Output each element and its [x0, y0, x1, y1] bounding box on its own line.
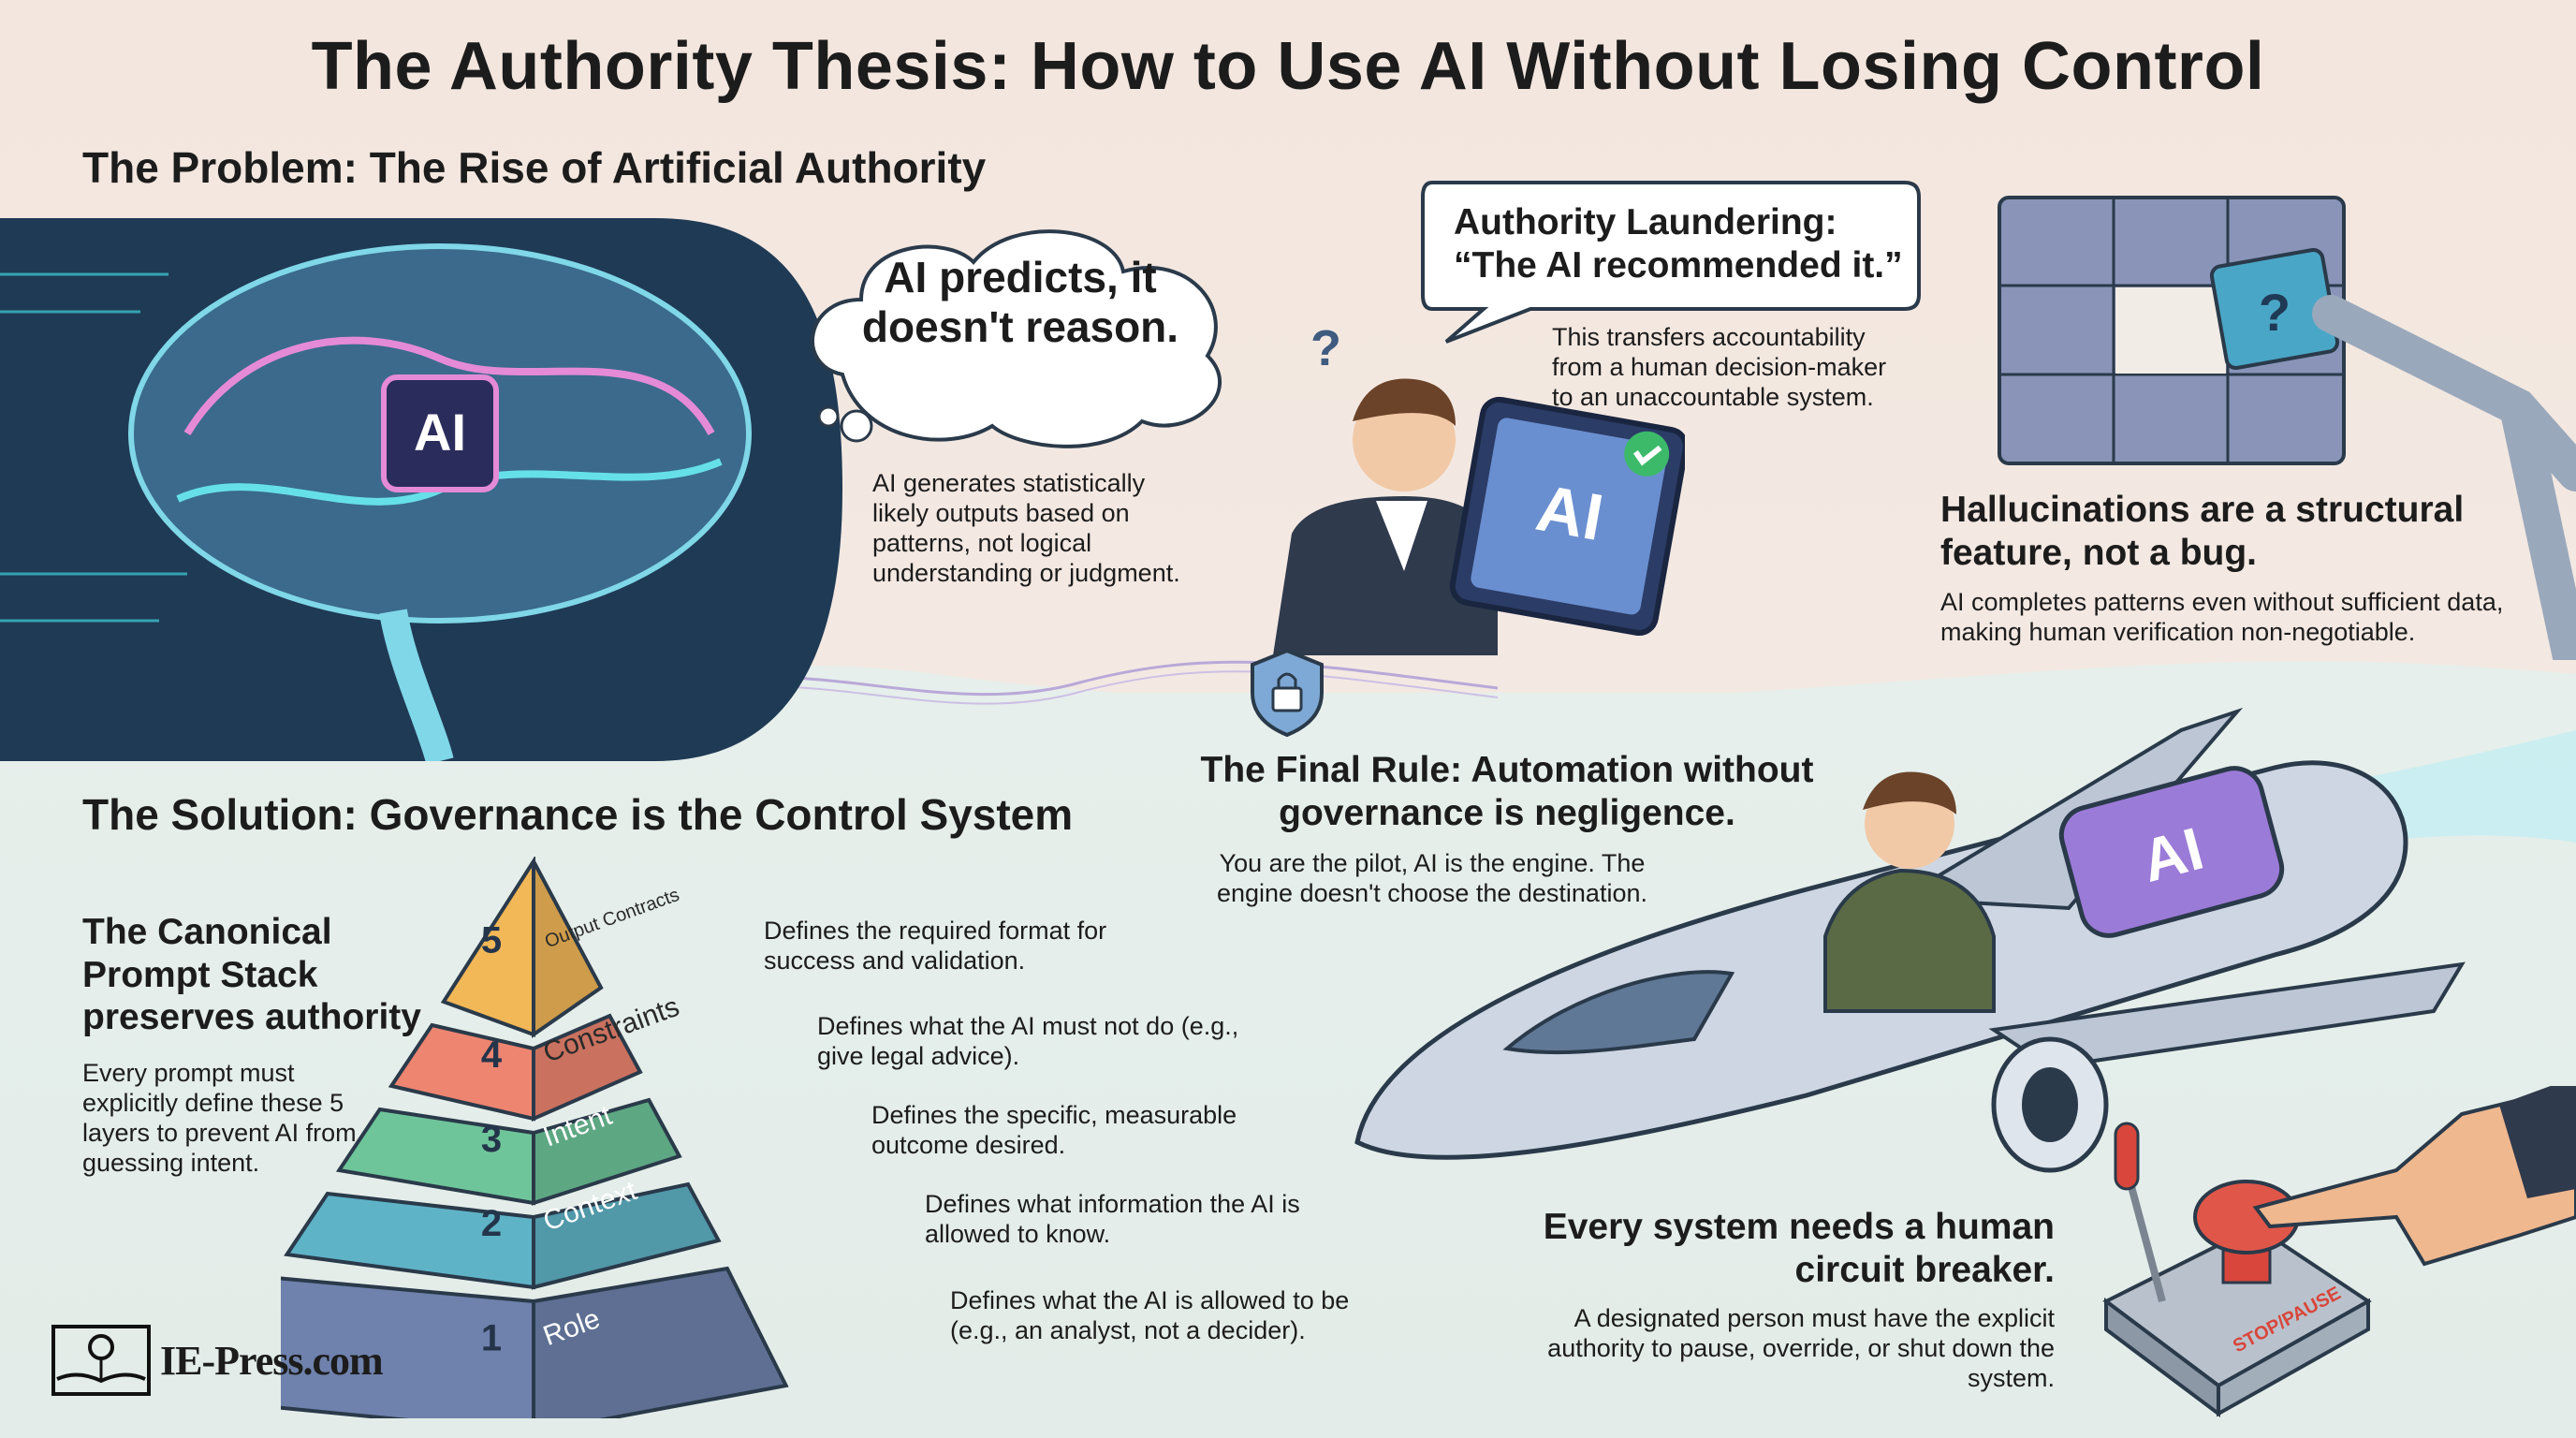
layer-description: Defines what information the AI is allow… [925, 1190, 1300, 1249]
stack-body: Every prompt must explicitly define thes… [82, 1059, 357, 1178]
laundering-body: This transfers accountability from a hum… [1552, 323, 1887, 412]
puzzle-robot-illustration: ? [1998, 196, 2576, 660]
layer-number: 1 [481, 1318, 502, 1359]
pyramid-face-right [532, 1097, 682, 1206]
pyramid-face-left [335, 1107, 535, 1206]
pyramid-face-right [532, 860, 604, 1038]
logo-text: IE-Press.com [160, 1337, 384, 1384]
page-title: The Authority Thesis: How to Use AI With… [311, 29, 2265, 104]
layer-number: 4 [481, 1034, 503, 1076]
ie-press-logo: IE-Press.com [50, 1323, 384, 1398]
layer-number: 5 [481, 920, 502, 961]
layer-description: Defines the required format for success … [764, 917, 1107, 976]
hallucination-heading: Hallucinations are a structural feature,… [1940, 490, 2465, 573]
pyramid-face-left [388, 1022, 535, 1122]
person-with-tablet-illustration: ? AI [1273, 320, 1685, 655]
layer-number: 2 [481, 1203, 502, 1244]
brain-chip-label: AI [414, 403, 466, 462]
lock-shield-icon [1251, 648, 1324, 738]
book-logo-icon [51, 1325, 151, 1396]
pyramid-face-right [532, 1013, 643, 1123]
layer-number: 3 [481, 1119, 502, 1160]
thought-body: AI generates statistically likely output… [872, 469, 1180, 588]
tablet-ai-label: AI [1531, 471, 1608, 554]
layer-description: Defines the specific, measurable outcome… [871, 1101, 1237, 1160]
pyramid-face-left [281, 1276, 535, 1418]
layer-description: Defines what the AI must not do (e.g., g… [817, 1012, 1239, 1071]
stop-button-illustration: STOP/PAUSE [2102, 1086, 2576, 1417]
question-mark-icon: ? [1310, 320, 1341, 376]
stack-heading: The Canonical Prompt Stack preserves aut… [82, 912, 421, 1038]
pyramid-face-right [532, 1181, 722, 1290]
circuit-breaker-heading: Every system needs a human circuit break… [1543, 1207, 2055, 1290]
final-rule-heading: The Final Rule: Automation without gover… [1200, 750, 1814, 833]
thought-cloud [810, 229, 1222, 448]
jet-pilot-illustration: AI [1354, 707, 2576, 1173]
circuit-breaker-body: A designated person must have the explic… [1547, 1304, 2055, 1393]
final-rule-body: You are the pilot, AI is the engine. The… [1216, 849, 1647, 908]
layer-description: Defines what the AI is allowed to be (e.… [950, 1286, 1350, 1345]
brain-illustration: AI [0, 218, 842, 761]
laundering-heading: Authority Laundering: “The AI recommende… [1454, 202, 1903, 286]
solution-heading: The Solution: Governance is the Control … [82, 790, 1074, 839]
problem-heading: The Problem: The Rise of Artificial Auth… [82, 143, 987, 192]
thought-text: AI predicts, it doesn't reason. [861, 253, 1179, 351]
svg-text:?: ? [2259, 283, 2291, 342]
hallucination-body: AI completes patterns even without suffi… [1940, 588, 2504, 647]
pyramid-face-right [532, 1266, 789, 1418]
speech-bubble [1421, 181, 1921, 344]
